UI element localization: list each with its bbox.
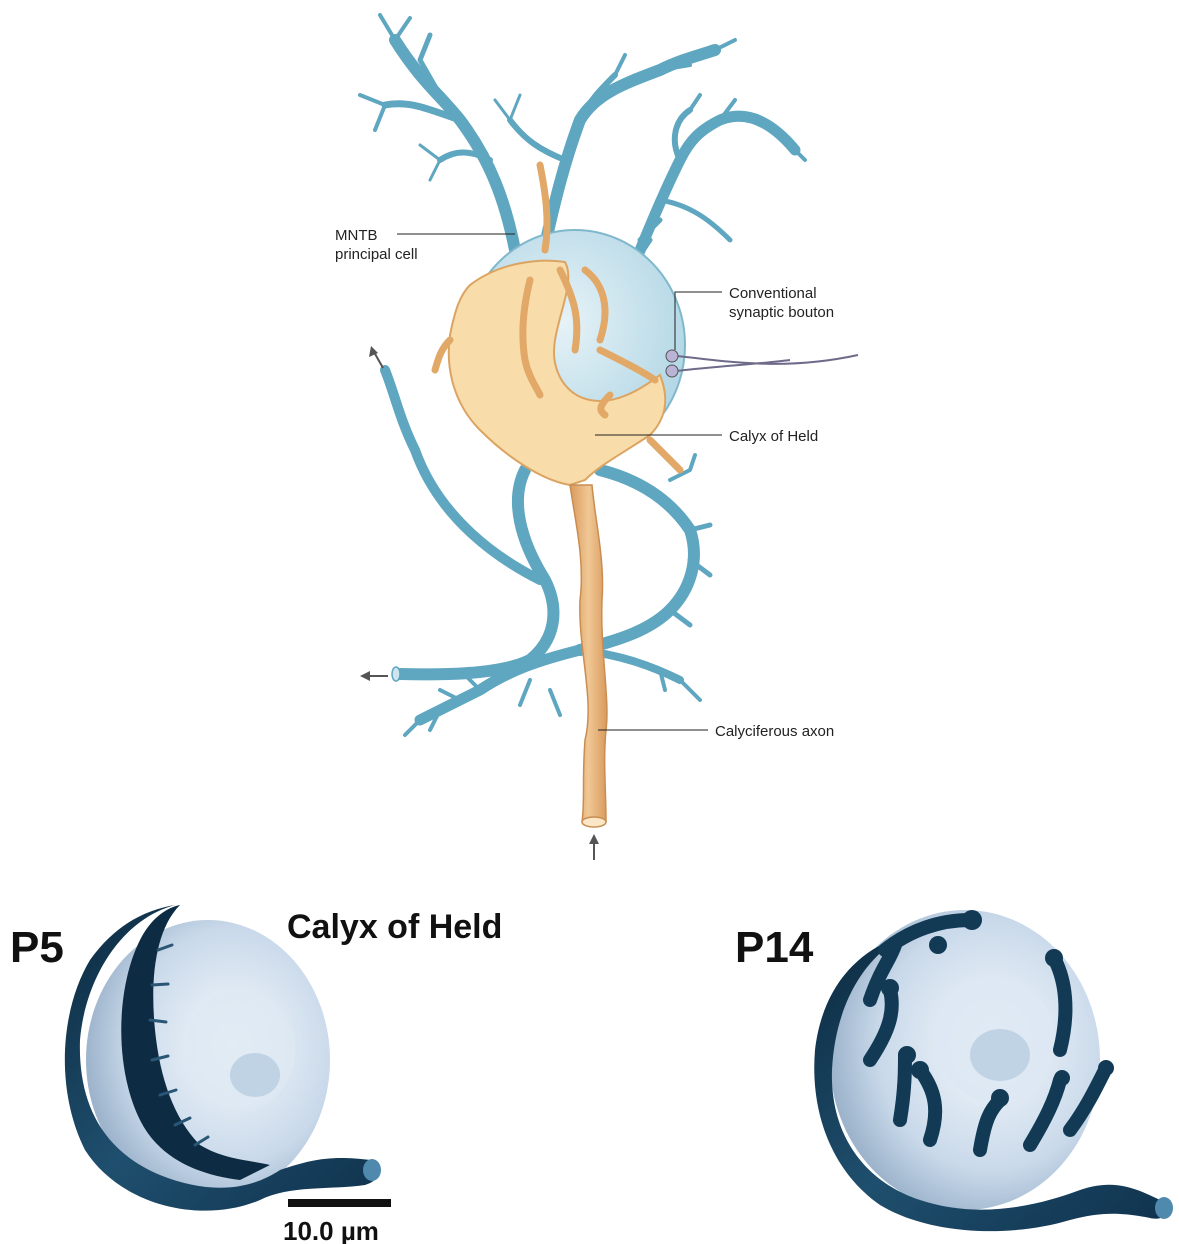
axon-cut-end: [582, 817, 606, 827]
label-principal-cell: principal cell: [335, 246, 418, 263]
label-calyx-of-held: Calyx of Held: [729, 428, 818, 445]
scale-bar-label: 10.0 µm: [283, 1216, 379, 1244]
label-mntb: MNTB: [335, 227, 378, 244]
stage-label-p5: P5: [10, 923, 64, 972]
stage-label-p14: P14: [735, 923, 814, 972]
neuron-diagram: MNTB principal cell Conventional synapti…: [335, 15, 858, 860]
scale-bar: 10.0 µm: [283, 1199, 391, 1244]
label-calyciferous-axon: Calyciferous axon: [715, 723, 834, 740]
bouton-2: [666, 365, 678, 377]
conventional-boutons: [666, 350, 858, 377]
label-conventional: Conventional: [729, 285, 817, 302]
p5-calyx-illustration: [65, 905, 381, 1211]
label-synaptic-bouton: synaptic bouton: [729, 304, 834, 321]
p14-calyx-illustration: [814, 910, 1173, 1231]
developmental-panels: Calyx of Held P5 P14 10.0 µm: [10, 905, 1173, 1244]
panel-title: Calyx of Held: [287, 908, 502, 946]
principal-axon-cut-end: [392, 667, 400, 681]
bouton-1: [666, 350, 678, 362]
